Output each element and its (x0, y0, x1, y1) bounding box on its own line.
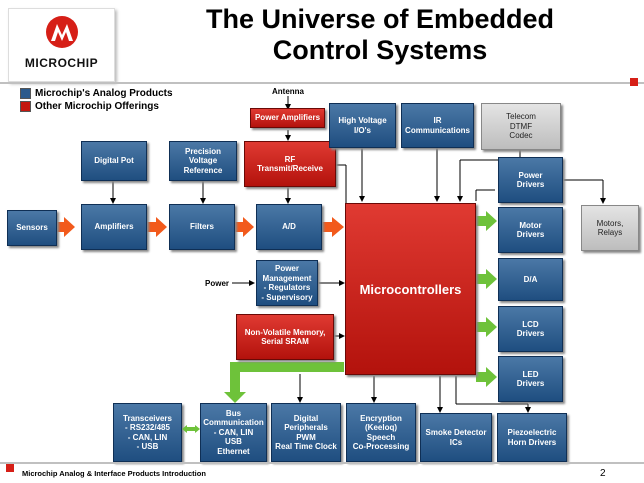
bus-communication-box: Bus Communication - CAN, LIN USB Etherne… (200, 403, 267, 462)
precision-voltage-reference-box: Precision Voltage Reference (169, 141, 237, 181)
header-divider (0, 82, 644, 84)
power-amplifiers-box: Power Amplifiers (250, 108, 325, 128)
lcd-drivers-box: LCD Drivers (498, 306, 563, 352)
microchip-logo-icon (46, 16, 78, 48)
da-converter-box: D/A (498, 258, 563, 301)
antenna-label: Antenna (272, 87, 304, 96)
digital-peripherals-box: Digital Peripherals PWM Real Time Clock (271, 403, 341, 462)
piezoelectric-horn-drivers-box: Piezoelectric Horn Drivers (497, 413, 567, 462)
filters-box: Filters (169, 204, 235, 250)
footer-text: Microchip Analog & Interface Products In… (22, 469, 206, 478)
sensors-box: Sensors (7, 210, 57, 246)
legend-other-swatch (20, 101, 31, 112)
ir-communications-box: IR Communications (401, 103, 474, 148)
footer-marker (6, 464, 14, 472)
motor-drivers-box: Motor Drivers (498, 207, 563, 253)
microcontrollers-box: Microcontrollers (345, 203, 476, 375)
transceiver-bus-arrow (182, 425, 200, 433)
transceivers-box: Transceivers - RS232/485 - CAN, LIN - US… (113, 403, 182, 462)
title-line-1: The Universe of Embedded (205, 4, 555, 34)
ad-converter-box: A/D (256, 204, 322, 250)
motors-relays-box: Motors, Relays (581, 205, 639, 251)
legend-other-label: Other Microchip Offerings (35, 101, 159, 112)
microchip-logo: MICROCHIP (8, 8, 115, 82)
page-number: 2 (600, 468, 606, 479)
smoke-detector-box: Smoke Detector ICs (420, 413, 492, 462)
rf-transmit-receive-box: RF Transmit/Receive (244, 141, 336, 187)
legend-analog-swatch (20, 88, 31, 99)
non-volatile-memory-box: Non-Volatile Memory, Serial SRAM (236, 314, 334, 360)
high-voltage-io-box: High Voltage I/O's (329, 103, 396, 148)
legend-other: Other Microchip Offerings (20, 101, 159, 112)
power-label: Power (205, 279, 230, 288)
footer-divider (0, 462, 644, 464)
title-line-2: Control Systems (272, 35, 488, 65)
legend-analog: Microchip's Analog Products (20, 88, 173, 99)
logo-wordmark: MICROCHIP (24, 56, 99, 70)
legend-analog-label: Microchip's Analog Products (35, 88, 173, 99)
telecom-dtmf-codec-box: Telecom DTMF Codec (481, 103, 561, 150)
power-management-box: Power Management - Regulators - Supervis… (256, 260, 318, 306)
digital-pot-box: Digital Pot (81, 141, 147, 181)
header-divider-marker (630, 78, 638, 86)
led-drivers-box: LED Drivers (498, 356, 563, 402)
amplifiers-box: Amplifiers (81, 204, 147, 250)
page-title: The Universe of Embedded Control Systems (120, 4, 640, 66)
power-drivers-box: Power Drivers (498, 157, 563, 203)
encryption-box: Encryption (Keeloq) Speech Co-Processing (346, 403, 416, 462)
